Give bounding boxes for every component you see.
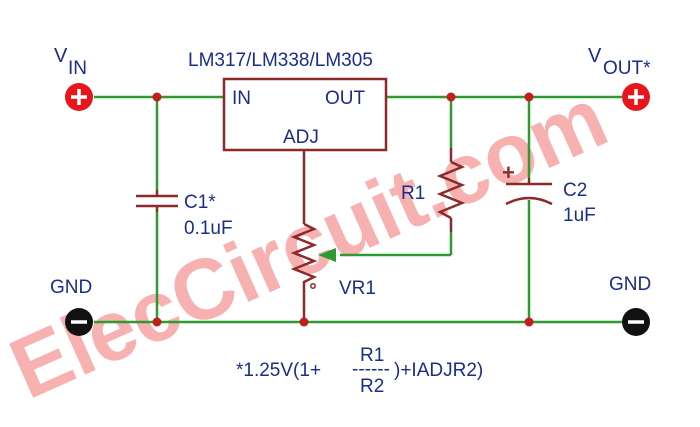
vr1-label: VR1 (339, 278, 376, 299)
ic-body (222, 77, 388, 152)
c1-value: 0.1uF (184, 218, 233, 239)
ic-name: LM317/LM338/LM305 (188, 50, 373, 71)
gnd-left-label: GND (50, 277, 92, 298)
formula: *1.25V(1+ R1 ------ R2 )+IADJR2) (236, 345, 483, 397)
vout-label: V OUT* (588, 45, 651, 79)
vin-terminal-plus-icon (65, 83, 93, 111)
formula-numerator: R1 (360, 345, 384, 366)
c2-name: C2 (563, 180, 587, 201)
resistor-r1 (436, 160, 466, 220)
formula-fraction-bar: ------ (352, 359, 390, 380)
ic-pin-adj: ADJ (283, 127, 319, 148)
r1-label: R1 (401, 183, 425, 204)
wires (94, 95, 622, 324)
formula-suffix: )+IADJR2) (394, 360, 483, 381)
vin-label: V IN (54, 45, 87, 79)
junction-dots (152, 92, 534, 327)
gnd-left-terminal-minus-icon (65, 308, 93, 336)
capacitor-c1 (136, 194, 178, 208)
c2-value: 1uF (563, 205, 596, 226)
potentiometer-vr1 (290, 222, 318, 286)
component-leads (155, 148, 531, 322)
formula-prefix: *1.25V(1+ (236, 360, 321, 381)
c1-name: C1* (184, 192, 216, 213)
c2-polarity: + (502, 160, 515, 185)
vr1-end-dot (310, 283, 316, 289)
gnd-right-terminal-minus-icon (622, 308, 650, 336)
ic-pin-out: OUT (325, 88, 366, 109)
capacitor-c2 (505, 182, 553, 206)
gnd-right-label: GND (609, 274, 651, 295)
ic-pin-in: IN (232, 88, 251, 109)
vout-terminal-plus-icon (622, 83, 650, 111)
formula-denominator: R2 (360, 376, 384, 397)
